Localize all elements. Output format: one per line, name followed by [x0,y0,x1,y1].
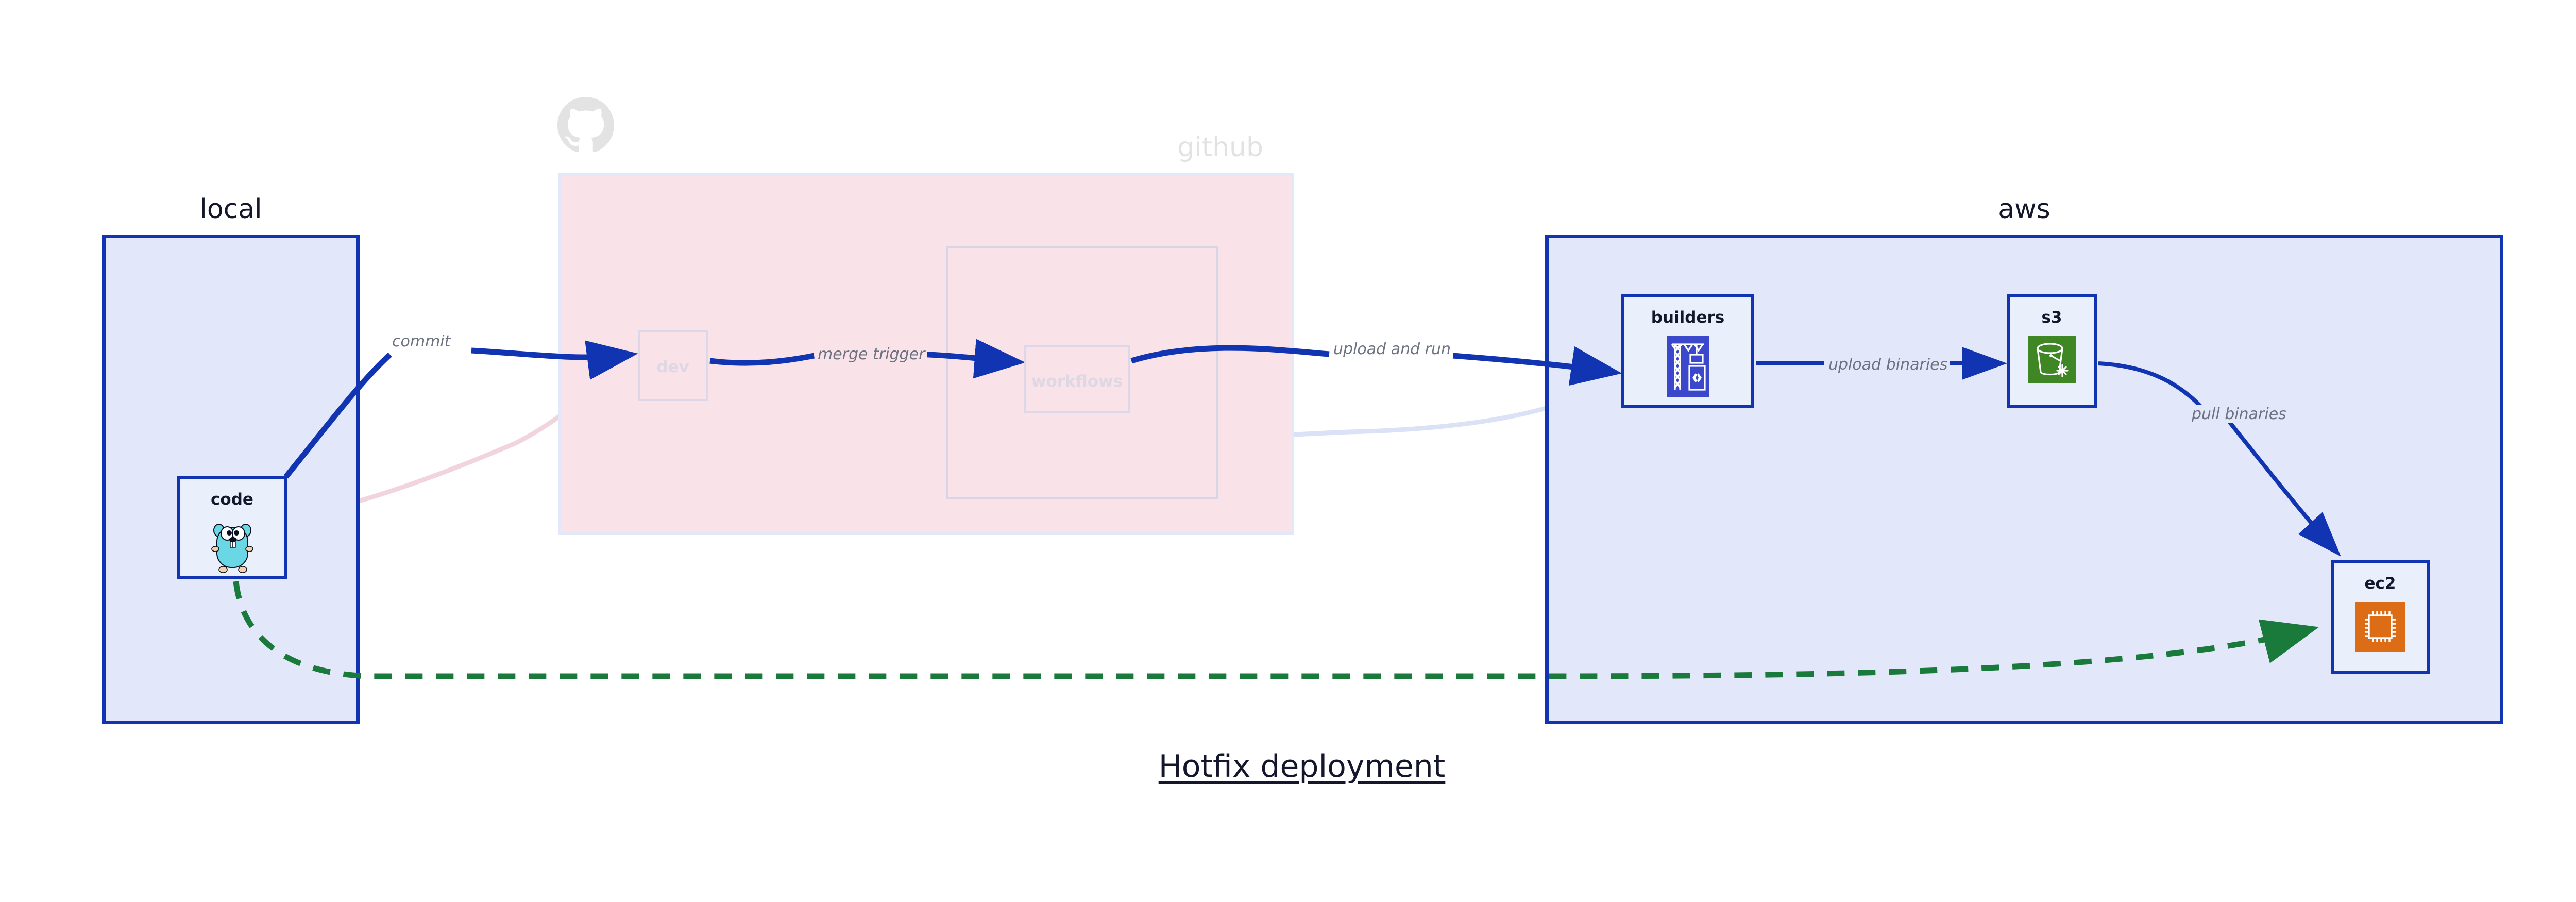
cluster-label-local: local [199,194,262,225]
edge-label-upload-binaries: upload binaries [1826,356,1950,374]
edge-label-upload-and-run: upload and run [1331,340,1453,358]
node-builders-label: builders [1651,308,1725,327]
node-s3-label: s3 [2041,308,2062,327]
cluster-label-github: github [1177,132,1263,163]
node-dev-label: dev [656,358,689,376]
node-ec2[interactable]: ec2 [2331,560,2430,674]
go-gopher-icon [210,518,255,578]
node-code[interactable]: code [177,476,287,579]
edge-label-pull-binaries: pull binaries [2190,405,2289,423]
node-ec2-label: ec2 [2364,574,2396,593]
github-octocat-icon [557,97,614,156]
aws-codebuild-crane-icon [1667,336,1709,399]
edge-label-merge-trigger: merge trigger [816,345,927,363]
node-dev[interactable]: dev [638,330,708,401]
cluster-master [946,246,1218,499]
diagram-title: Hotfix deployment [1158,748,1446,784]
node-workflows-label: workflows [1031,372,1123,391]
node-builders[interactable]: builders [1621,294,1754,408]
node-workflows[interactable]: workflows [1024,345,1130,413]
edge-label-commit: commit [390,332,453,350]
node-s3[interactable]: s3 [2007,294,2097,408]
aws-ec2-chip-icon [2355,602,2405,654]
node-code-label: code [211,490,253,509]
cluster-label-aws: aws [1998,194,2050,225]
aws-s3-bucket-icon [2028,336,2076,386]
